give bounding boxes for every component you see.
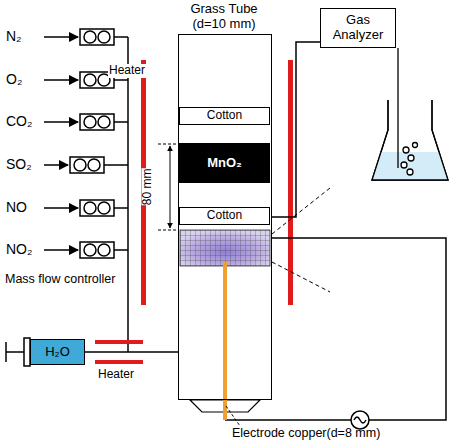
gas-inlet-arrows (44, 37, 78, 250)
gas-pipe (85, 351, 178, 353)
water-syringe: H₂O (30, 339, 85, 365)
electrode-circuit (225, 238, 446, 429)
gas-name: NO (6, 199, 27, 215)
gas-analyzer: Gas Analyzer (320, 8, 396, 48)
gas-name: NO₂ (6, 241, 32, 257)
zoom-lines (272, 188, 330, 292)
dimension-label: 80 mm (141, 169, 155, 206)
cotton-plug: Cotton (179, 107, 270, 125)
syringe-plunger (6, 338, 30, 366)
gas-name: N₂ (6, 28, 22, 44)
gas-name: O₂ (6, 71, 22, 87)
node-text: Cotton (207, 209, 242, 223)
gas-manifold (104, 37, 128, 352)
mesh-grid (180, 230, 270, 266)
dimension-80mm (158, 144, 178, 230)
part-label: Heater (108, 64, 146, 78)
copper-electrode (223, 262, 227, 420)
plasma-mesh (180, 230, 270, 266)
bubbler-flask (372, 48, 448, 180)
glass-tube: Grass Tube (d=10 mm)CottonMnO₂Cotton (178, 34, 272, 400)
part-label: Electrode copper(d=8 mm) (232, 426, 380, 440)
gas-name: CO₂ (6, 113, 32, 129)
heater-bars (95, 60, 293, 364)
node-text: Cotton (207, 109, 242, 123)
gas-pipe (272, 42, 320, 217)
part-label: Mass flow controller (5, 272, 115, 286)
node-text: H₂O (45, 345, 70, 360)
mno2-bed: MnO₂ (179, 143, 270, 183)
node-text: MnO₂ (207, 156, 242, 171)
node-text: Gas Analyzer (321, 13, 395, 43)
cotton-plug: Cotton (179, 207, 270, 225)
tube-heading: Grass Tube (d=10 mm) (181, 2, 267, 32)
gas-name: SO₂ (6, 156, 32, 172)
electrode-leader (226, 406, 240, 426)
part-label: Heater (98, 368, 134, 382)
